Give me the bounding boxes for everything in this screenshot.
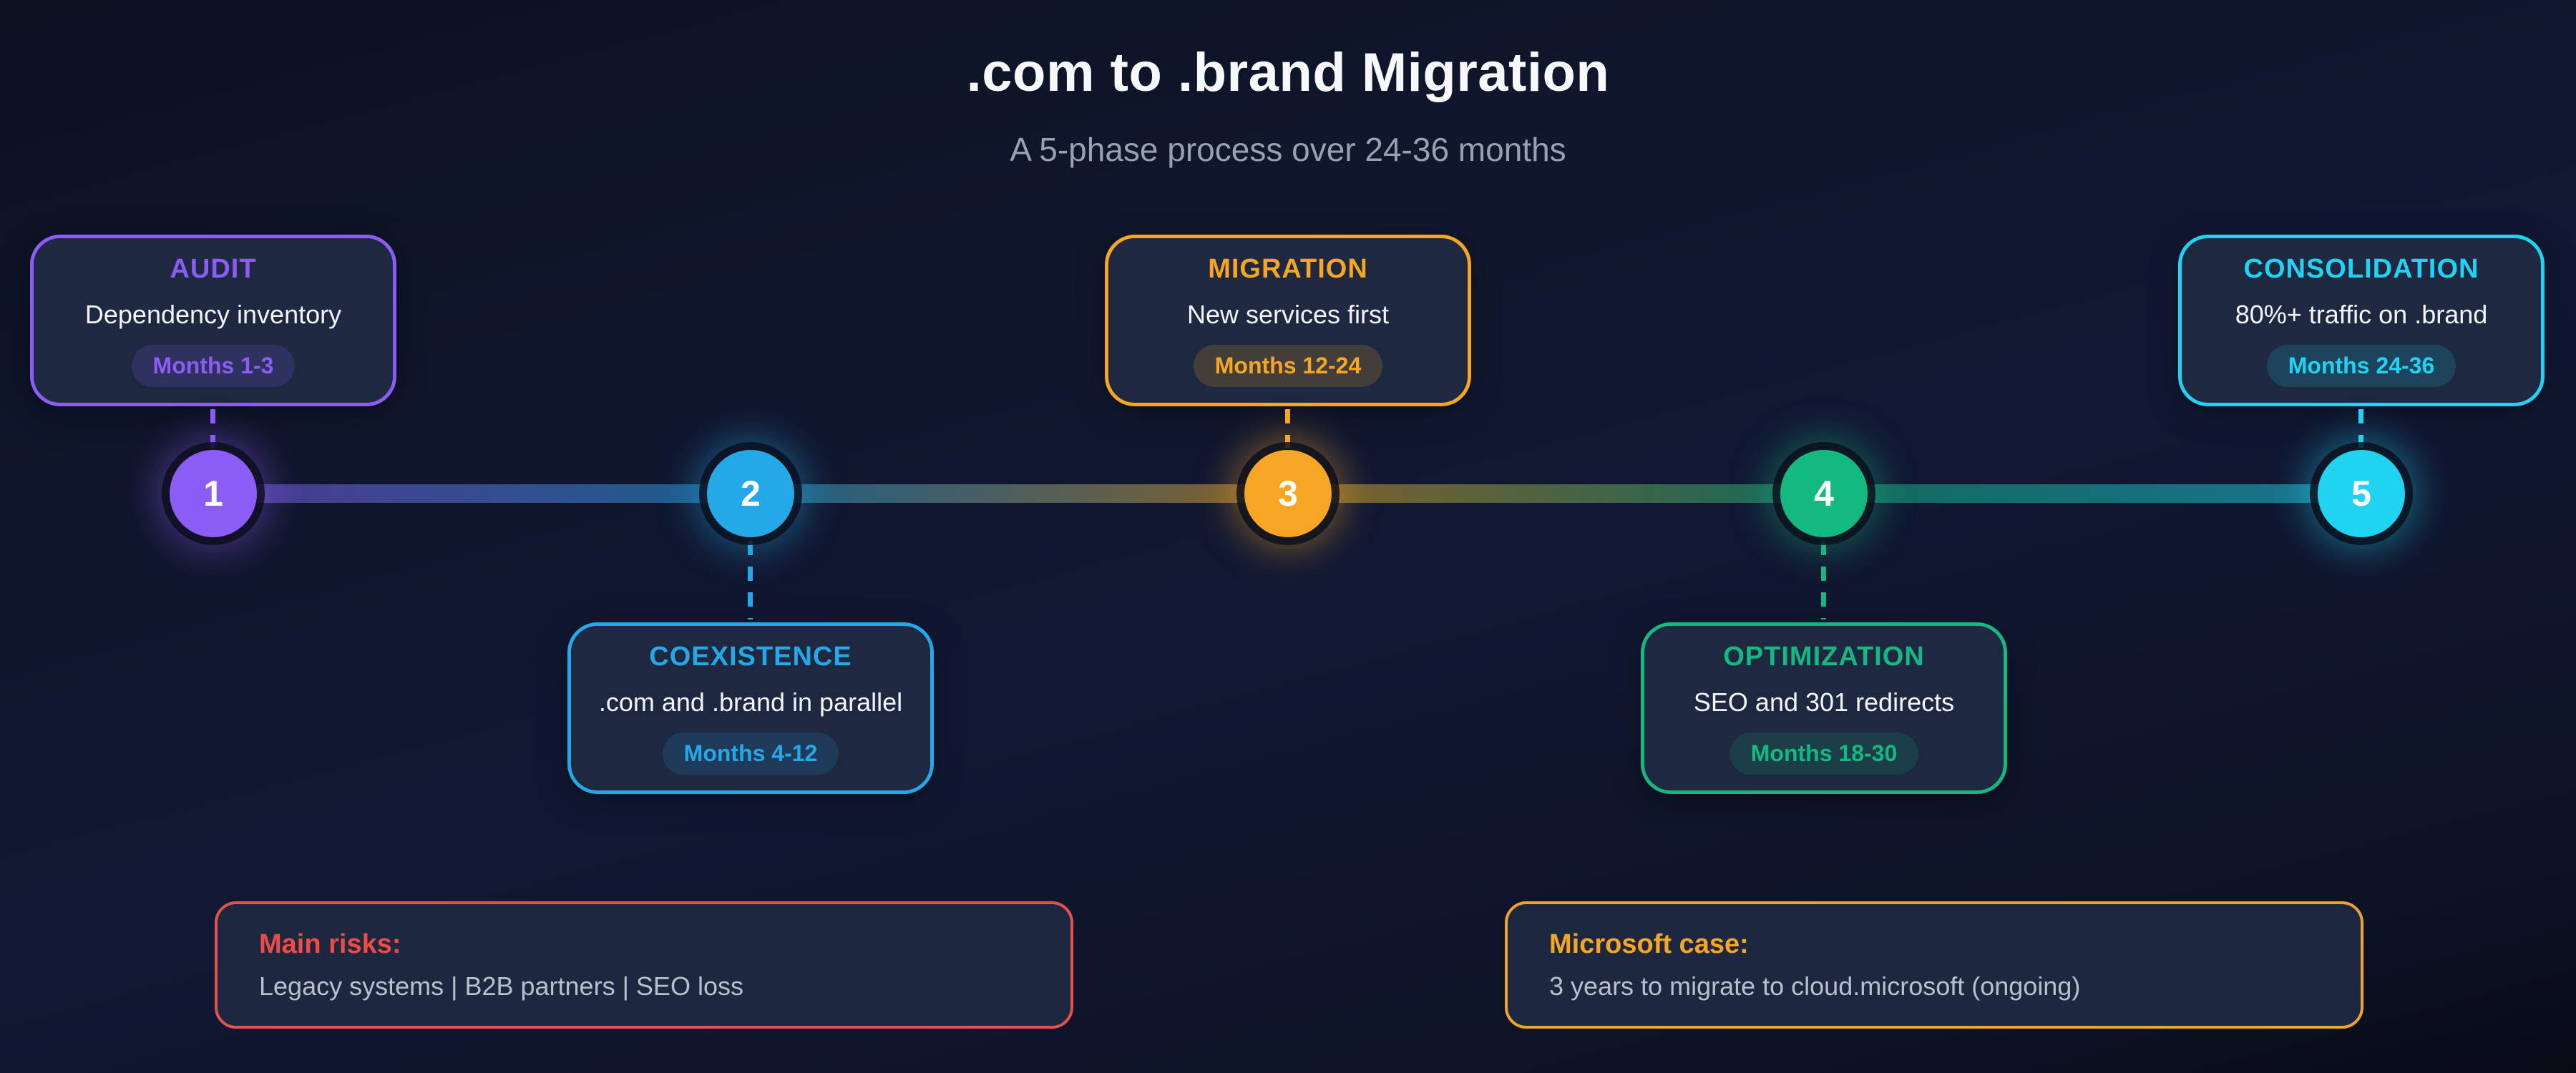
main-risks-text: Legacy systems | B2B partners | SEO loss bbox=[259, 971, 743, 1001]
page-title: .com to .brand Migration bbox=[966, 42, 1610, 103]
phase-3-description: New services first bbox=[1186, 300, 1390, 329]
phase-1-description: Dependency inventory bbox=[84, 300, 342, 329]
phase-3-timeline-dot: 3 bbox=[1244, 450, 1332, 537]
microsoft-case-title: Microsoft case: bbox=[1549, 929, 1749, 959]
microsoft-case-text: 3 years to migrate to cloud.microsoft (o… bbox=[1549, 971, 2081, 1001]
main-risks-title: Main risks: bbox=[259, 929, 401, 959]
page-subtitle: A 5-phase process over 24-36 months bbox=[1010, 131, 1566, 168]
phase-3-dashed-connector bbox=[1285, 409, 1290, 448]
phase-3-name: MIGRATION bbox=[1208, 254, 1368, 284]
phase-2-timeline-dot: 2 bbox=[707, 450, 794, 537]
phase-1-dashed-connector bbox=[210, 409, 215, 448]
phase-4-card: OPTIMIZATION SEO and 301 redirects Month… bbox=[1641, 622, 2007, 794]
phase-1-months-badge: Months 1-3 bbox=[131, 345, 296, 387]
phase-2-name: COEXISTENCE bbox=[649, 642, 852, 672]
phase-5-description: 80%+ traffic on .brand bbox=[2235, 300, 2488, 329]
phase-4-months-badge: Months 18-30 bbox=[1729, 733, 1919, 775]
phase-3-months-badge: Months 12-24 bbox=[1193, 345, 1383, 387]
phase-1-card: AUDIT Dependency inventory Months 1-3 bbox=[30, 235, 396, 406]
phase-4-name: OPTIMIZATION bbox=[1723, 642, 1925, 672]
phase-2-description: .com and .brand in parallel bbox=[598, 687, 903, 717]
phase-1-timeline-dot: 1 bbox=[170, 450, 257, 537]
main-risks-box: Main risks: Legacy systems | B2B partner… bbox=[215, 901, 1073, 1029]
phase-3-card: MIGRATION New services first Months 12-2… bbox=[1105, 235, 1471, 406]
phase-5-card: CONSOLIDATION 80%+ traffic on .brand Mon… bbox=[2178, 235, 2545, 406]
phase-5-name: CONSOLIDATION bbox=[2243, 254, 2479, 284]
phase-4-dashed-connector bbox=[1821, 541, 1826, 619]
phase-5-timeline-dot: 5 bbox=[2318, 450, 2405, 537]
microsoft-case-box: Microsoft case: 3 years to migrate to cl… bbox=[1505, 901, 2363, 1029]
phase-5-months-badge: Months 24-36 bbox=[2266, 345, 2457, 387]
phase-4-timeline-dot: 4 bbox=[1780, 450, 1868, 537]
phase-2-dashed-connector bbox=[748, 541, 753, 619]
phase-1-name: AUDIT bbox=[170, 254, 257, 284]
phase-2-card: COEXISTENCE .com and .brand in parallel … bbox=[567, 622, 934, 794]
phase-4-description: SEO and 301 redirects bbox=[1693, 687, 1955, 717]
phase-5-dashed-connector bbox=[2358, 409, 2363, 448]
phase-2-months-badge: Months 4-12 bbox=[662, 733, 839, 775]
